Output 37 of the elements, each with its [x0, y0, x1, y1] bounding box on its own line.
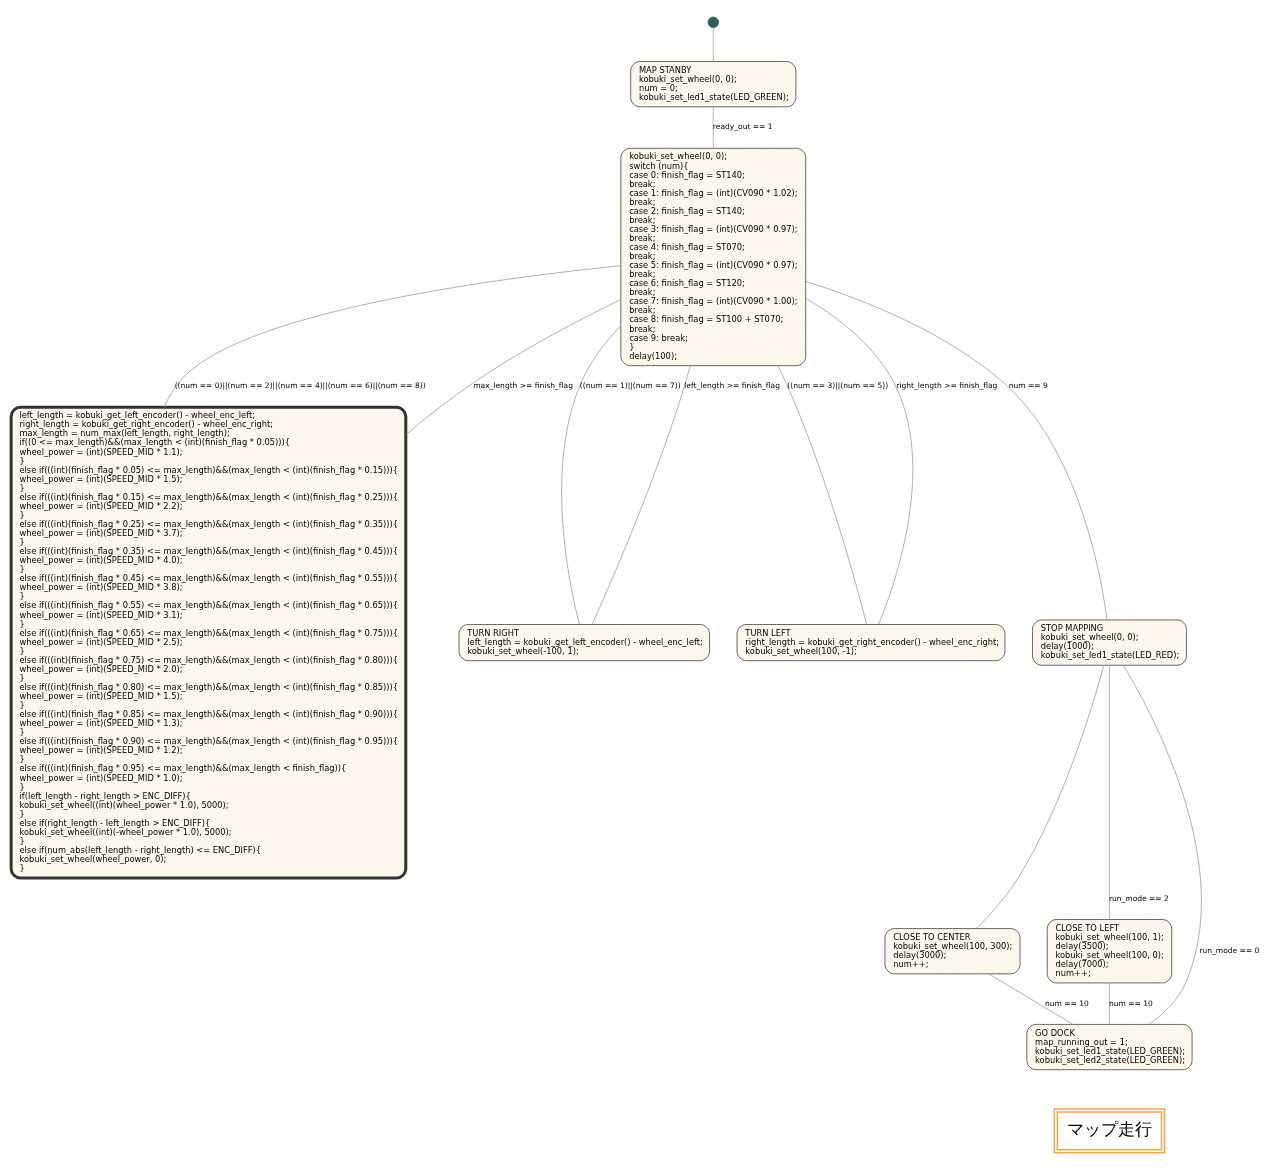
connector	[591, 364, 691, 625]
edge-label: num == 10	[1044, 998, 1089, 1008]
connector	[777, 364, 867, 625]
connector	[561, 325, 621, 625]
edge-label: run_mode == 2	[1108, 893, 1169, 903]
edge-label: ((num == 1)||(num == 7))	[579, 380, 681, 390]
edge-label: left_length >= finish_flag	[684, 380, 780, 390]
node-box: CLOSE TO LEFT kobuki_set_wheel(100, 1); delay(3500); kobuki_set_wheel(100, 0); delay(7000); num++;	[1046, 918, 1173, 983]
connector	[1109, 664, 1110, 920]
connector	[712, 106, 714, 149]
node-box: GO DOCK map_running_out = 1; kobuki_set_led1_state(LED_GREEN); kobuki_set_led2_state(LED_GREEN);	[1026, 1023, 1193, 1070]
node-box: TURN LEFT right_length = kobuki_get_right_encoder() - wheel_enc_right; kobuki_set_wheel(100, -1);	[736, 623, 1006, 661]
node-box: TURN RIGHT left_length = kobuki_get_left_encoder() - wheel_enc_left; kobuki_set_wheel(-100, 1);	[458, 623, 710, 661]
edge-label: ready_out == 1	[712, 121, 773, 131]
connector	[1123, 664, 1202, 1025]
edge-label: max_length >= finish_flag	[473, 380, 574, 390]
node-circle	[707, 16, 719, 28]
node-box: STOP MAPPING kobuki_set_wheel(0, 0); delay(1000); kobuki_set_led1_state(LED_RED);	[1032, 619, 1187, 666]
connector	[805, 280, 1108, 620]
connector	[163, 264, 622, 407]
edge-label: num == 10	[1109, 998, 1153, 1008]
edge-label: ((num == 0)||(num == 2)||(num == 4)||(num == 6)||(num == 8))	[174, 380, 426, 390]
edge-label: run_mode == 0	[1199, 945, 1260, 955]
node-box: left_length = kobuki_get_left_encoder() - wheel_enc_left; right_length = kobuki_get_right_encoder() - wheel_enc_right; max_length = num_max(left_length, right_length); if((0 <= max_length)&&(max_length < (int)(finish_flag * 0.05))){ wheel_power = (int)(SPEED_MID * 1.1); } else if(((int)(finish_flag * 0.05) <= max_length)&&(max_length < (int)(finish_flag * 0.15))){ wheel_power = (int)(SPEED_MID * 1.5); } else if(((int)(finish_flag * 0.15) <= max_length)&&(max_length < (int)(finish_flag * 0.25))){ wheel_power = (int)(SPEED_MID * 2.2); } else if(((int)(finish_flag * 0.25) <= max_length)&&(max_length < (int)(finish_flag * 0.35))){ wheel_power = (int)(SPEED_MID * 3.7); } else if(((int)(finish_flag * 0.35) <= max_length)&&(max_length < (int)(finish_flag * 0.45))){ wheel_power = (int)(SPEED_MID * 4.0); } else if(((int)(finish_flag * 0.45) <= max_length)&&(max_length < (int)(finish_flag * 0.55))){ wheel_power = (int)(SPEED_MID * 3.8); } else if(((int)(finish_flag * 0.55) <= max_length)&&(max_length < (int)(finish_flag * 0.65))){ wheel_power = (int)(SPEED_MID * 3.1); } else if(((int)(finish_flag * 0.65) <= max_length)&&(max_length < (int)(finish_flag * 0.75))){ wheel_power = (int)(SPEED_MID * 2.5); } else if(((int)(finish_flag * 0.75) <= max_length)&&(max_length < (int)(finish_flag * 0.80))){ wheel_power = (int)(SPEED_MID * 2.0); } else if(((int)(finish_flag * 0.80) <= max_length)&&(max_length < (int)(finish_flag * 0.85))){ wheel_power = (int)(SPEED_MID * 1.5); } else if(((int)(finish_flag * 0.85) <= max_length)&&(max_length < (int)(finish_flag * 0.90))){ wheel_power = (int)(SPEED_MID * 1.3); } else if(((int)(finish_flag * 0.90) <= max_length)&&(max_length < (int)(finish_flag * 0.95))){ wheel_power = (int)(SPEED_MID * 1.2); } else if(((int)(finish_flag * 0.95) <= max_length)&&(max_length < finish_flag)){ wheel_power = (int)(SPEED_MID * 1.0); } if(left_length - right_length > ENC_DIFF){ kobuki_set_wheel((int)(wheel_power * 1.0), 5000); } else if(right_length - left_length > ENC_DIFF){ kobuki_set_wheel((int)(-wheel_power * 1.0), 5000); } else if(num_abs(left_length - right_length) <= ENC_DIFF){ kobuki_set_wheel(wheel_power, 0); }	[9, 405, 408, 880]
connector	[805, 297, 914, 625]
edge-label: num == 9	[1008, 380, 1048, 390]
connector	[988, 973, 1074, 1025]
connector	[1109, 982, 1110, 1024]
node-box: CLOSE TO CENTER kobuki_set_wheel(100, 300); delay(3000); num++;	[884, 927, 1021, 974]
connector	[712, 26, 714, 62]
label: マップ走行	[1067, 1119, 1153, 1139]
edge-label: ((num == 3)||(num == 5))	[787, 380, 889, 390]
node-box: kobuki_set_wheel(0, 0); switch (num){ case 0: finish_flag = ST140; break; case 1: finish_flag = (int)(CV090 * 1.02); break; case 2: finish_flag = ST140; break; case 3: finish_flag = (int)(CV090 * 0.97); break; case 4: finish_flag = ST070; break; case 5: finish_flag = (int)(CV090 * 0.97); break; case 6: finish_flag = ST120; break; case 7: finish_flag = (int)(CV090 * 1.00); break; case 8: finish_flag = ST100 + ST070; break; case 9: break; } delay(100);	[620, 147, 807, 366]
node-box: MAP STANBY kobuki_set_wheel(0, 0); num = 0; kobuki_set_led1_state(LED_GREEN);	[630, 60, 797, 107]
edge-label: right_length >= finish_flag	[896, 380, 998, 390]
connector	[405, 298, 622, 435]
connector	[976, 664, 1105, 929]
